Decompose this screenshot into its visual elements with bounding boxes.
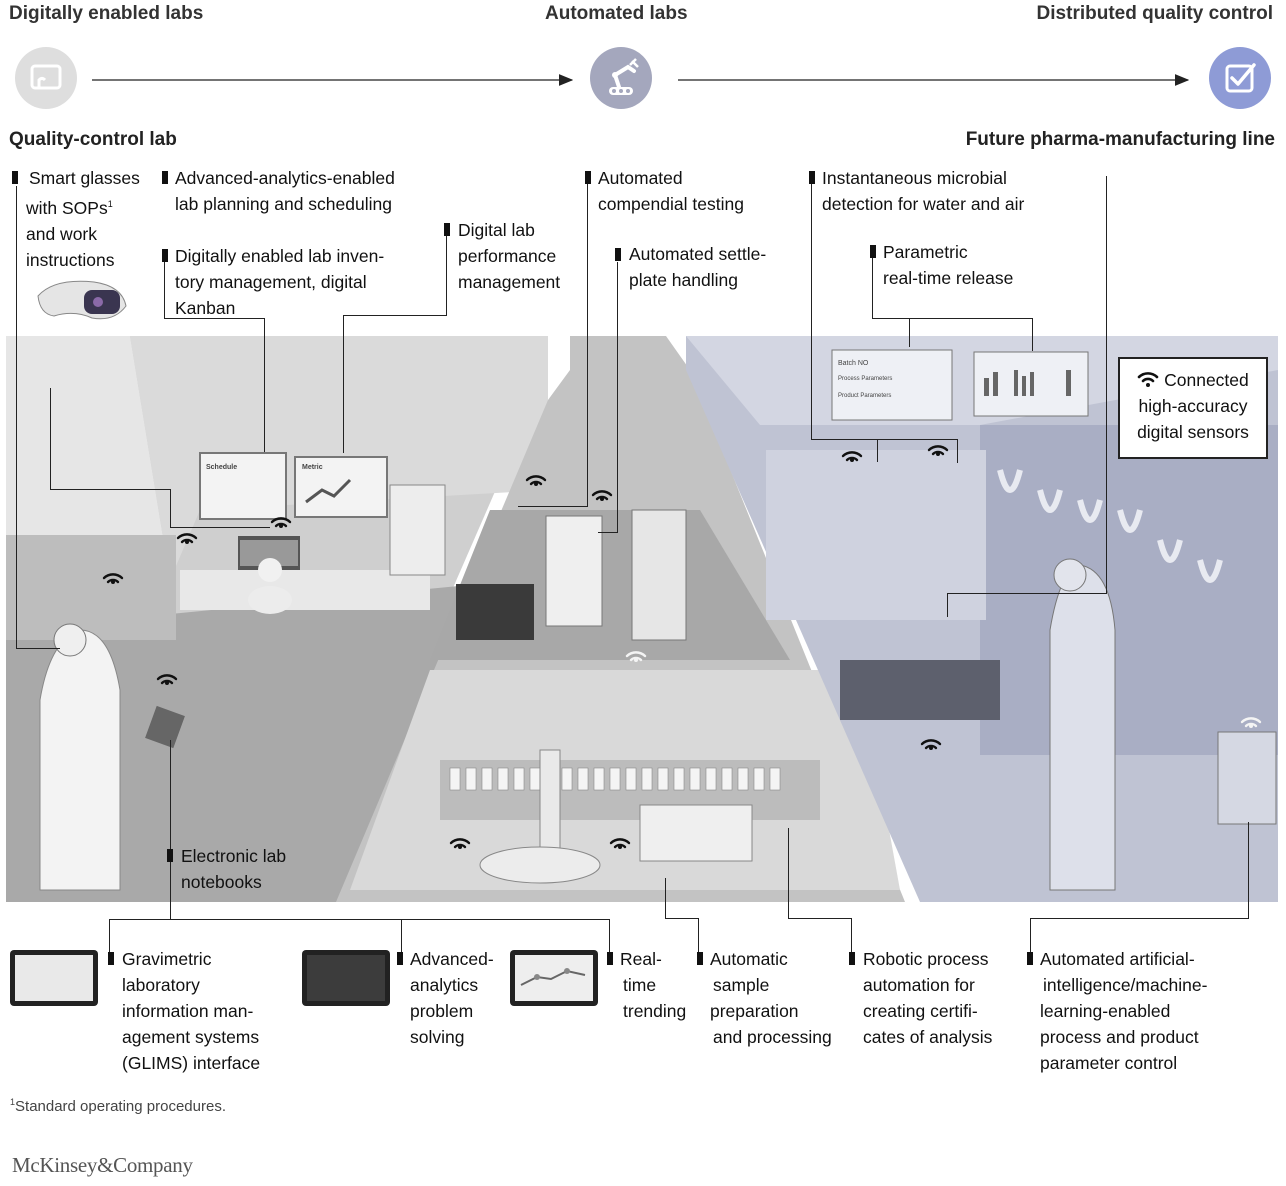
callout-sensors-box: Connected high-accuracy digital sensors <box>1118 357 1268 459</box>
robot-arm-icon <box>590 47 652 109</box>
callout-compendial: Automated compendial testing <box>598 168 744 214</box>
marker-inventory <box>162 249 168 262</box>
trending-tablet-image <box>510 950 598 1006</box>
svg-text:Schedule: Schedule <box>206 464 237 471</box>
stage-arrows <box>92 74 1190 86</box>
footnote: 1Standard operating procedures. <box>10 1097 226 1115</box>
analytics-tablet-image <box>302 950 390 1006</box>
svg-text:Process Parameters: Process Parameters <box>838 376 892 382</box>
marker-smart-glasses <box>12 171 18 184</box>
callout-performance: Digital lab performance management <box>458 220 561 292</box>
stage-label-digital: Digitally enabled labs <box>9 3 204 24</box>
callout-advanced-planning: Advanced-analytics-enabled lab planning … <box>175 168 395 214</box>
checkbox-icon <box>1209 47 1271 109</box>
marker-settle-plate <box>615 248 621 261</box>
lab-illustration: Schedule Metric Batch NO Process Paramet… <box>6 336 1278 902</box>
callout-settle-plate: Automated settle- plate handling <box>629 244 767 290</box>
marker-parametric <box>870 245 876 258</box>
stage-label-distributed: Distributed quality control <box>1036 3 1273 24</box>
callout-smart-glasses: Smart glasses with SOPs1 and work instru… <box>26 168 140 270</box>
stage-label-automated: Automated labs <box>545 3 688 24</box>
marker-trending <box>607 952 613 965</box>
brand-logo: McKinsey&Company <box>12 1153 193 1177</box>
wifi-icon <box>1137 372 1159 387</box>
callout-ai-ml: Automated artificial- intelligence/machi… <box>1040 949 1208 1073</box>
marker-problem-solving <box>397 952 403 965</box>
marker-notebooks <box>167 849 173 862</box>
callout-sample-prep: Automatic sample preparation and process… <box>710 949 832 1047</box>
callout-rpa: Robotic process automation for creating … <box>863 949 993 1047</box>
marker-advanced-planning <box>162 171 168 184</box>
svg-text:Batch NO: Batch NO <box>838 360 869 367</box>
svg-text:Product Parameters: Product Parameters <box>838 393 891 399</box>
marker-microbial <box>809 171 815 184</box>
callout-microbial: Instantaneous microbial detection for wa… <box>822 168 1025 214</box>
screen-icon <box>15 47 77 109</box>
smart-glasses-image <box>37 280 127 320</box>
marker-glims <box>108 952 114 965</box>
callout-inventory: Digitally enabled lab inven- tory manage… <box>175 246 385 318</box>
section-title-manufacturing-line: Future pharma-manufacturing line <box>965 129 1275 150</box>
callout-problem-solving: Advanced- analytics problem solving <box>410 949 494 1047</box>
callout-glims: Gravimetric laboratory information man- … <box>122 949 261 1073</box>
marker-sample-prep <box>697 952 703 965</box>
marker-compendial <box>585 171 591 184</box>
svg-text:Metric: Metric <box>302 464 323 471</box>
glims-tablet-image <box>10 950 98 1006</box>
section-title-qc-lab: Quality-control lab <box>9 129 177 150</box>
callout-notebooks: Electronic lab notebooks <box>181 846 287 892</box>
marker-performance <box>444 223 450 236</box>
callout-parametric: Parametric real-time release <box>883 242 1014 288</box>
callout-trending: Real- time trending <box>620 949 687 1021</box>
marker-rpa <box>849 952 855 965</box>
marker-ai-ml <box>1027 952 1033 965</box>
